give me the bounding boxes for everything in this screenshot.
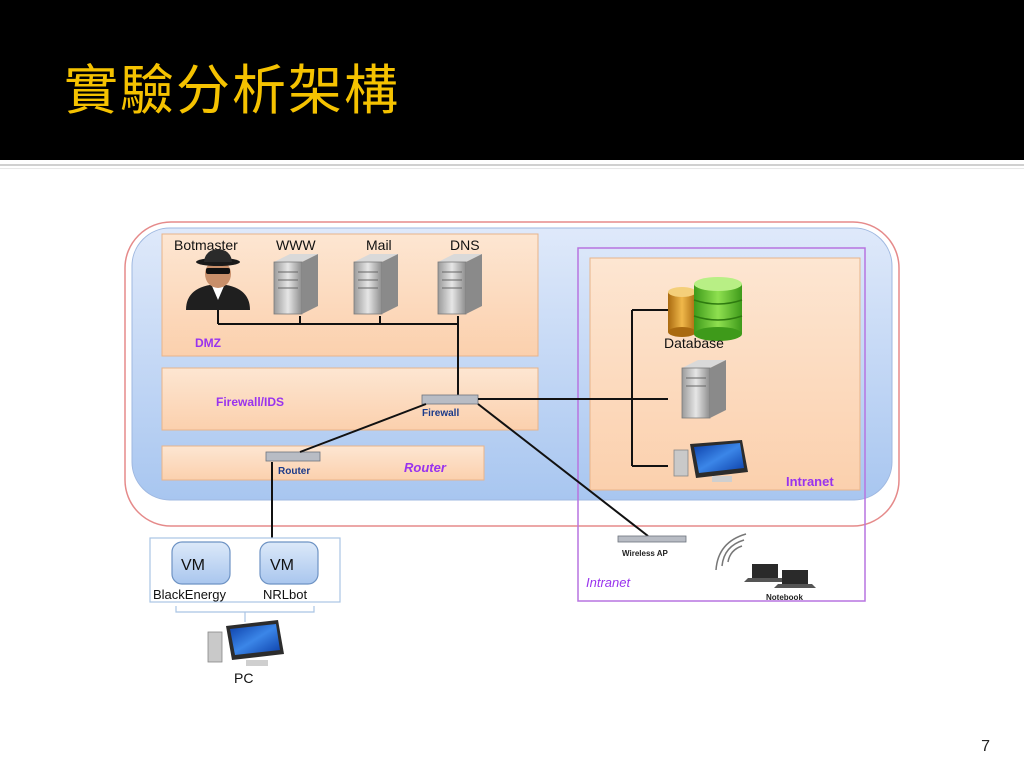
vm2-caption: NRLbot — [263, 587, 307, 602]
router-device-label: Router — [278, 466, 310, 477]
slide-title: 實驗分析架構 — [64, 59, 400, 122]
vm-bracket — [175, 606, 315, 613]
page-number: 7 — [981, 738, 990, 755]
database-icon — [668, 277, 743, 341]
botmaster-icon — [186, 249, 250, 310]
pc-label: PC — [234, 670, 253, 686]
wifi-signal-icon — [715, 533, 747, 571]
database-label: Database — [664, 335, 724, 351]
wireless-ap-icon — [617, 535, 687, 543]
mail-label: Mail — [366, 237, 392, 253]
firewall-device-icon — [421, 394, 479, 405]
pc-icon — [207, 620, 284, 666]
slide-header: 實驗分析架構 — [0, 0, 1024, 160]
www-server-icon — [273, 254, 318, 315]
firewall-device-label: Firewall — [422, 408, 459, 419]
vm-nrlbot-box — [259, 541, 319, 585]
router-device-icon — [265, 451, 321, 462]
dns-server-icon — [437, 254, 482, 315]
vm1-label: VM — [181, 557, 205, 574]
notebook-label: Notebook — [766, 593, 803, 602]
intranet-boundary — [577, 247, 866, 602]
router-zone — [161, 445, 485, 481]
intranet-outer-label: Intranet — [586, 575, 631, 590]
wireless-ap-label: Wireless AP — [622, 549, 669, 558]
vm1-caption: BlackEnergy — [153, 587, 226, 602]
intranet-server-icon — [681, 360, 726, 419]
dns-label: DNS — [450, 237, 480, 253]
dmz-bus — [217, 310, 459, 398]
header-divider-thin — [0, 168, 1024, 169]
network-links — [271, 309, 668, 540]
router-zone-label: Router — [404, 460, 447, 475]
www-label: WWW — [276, 237, 316, 253]
notebook-icon — [744, 564, 816, 588]
mail-server-icon — [353, 254, 398, 315]
botmaster-label: Botmaster — [174, 237, 238, 253]
dmz-zone-label: DMZ — [195, 336, 221, 350]
header-divider — [0, 164, 1024, 166]
vm2-label: VM — [270, 557, 294, 574]
firewall-zone-label: Firewall/IDS — [216, 395, 284, 409]
intranet-zone-label: Intranet — [786, 474, 834, 489]
vm-blackenergy-box — [171, 541, 231, 585]
intranet-pc-icon — [673, 440, 748, 482]
